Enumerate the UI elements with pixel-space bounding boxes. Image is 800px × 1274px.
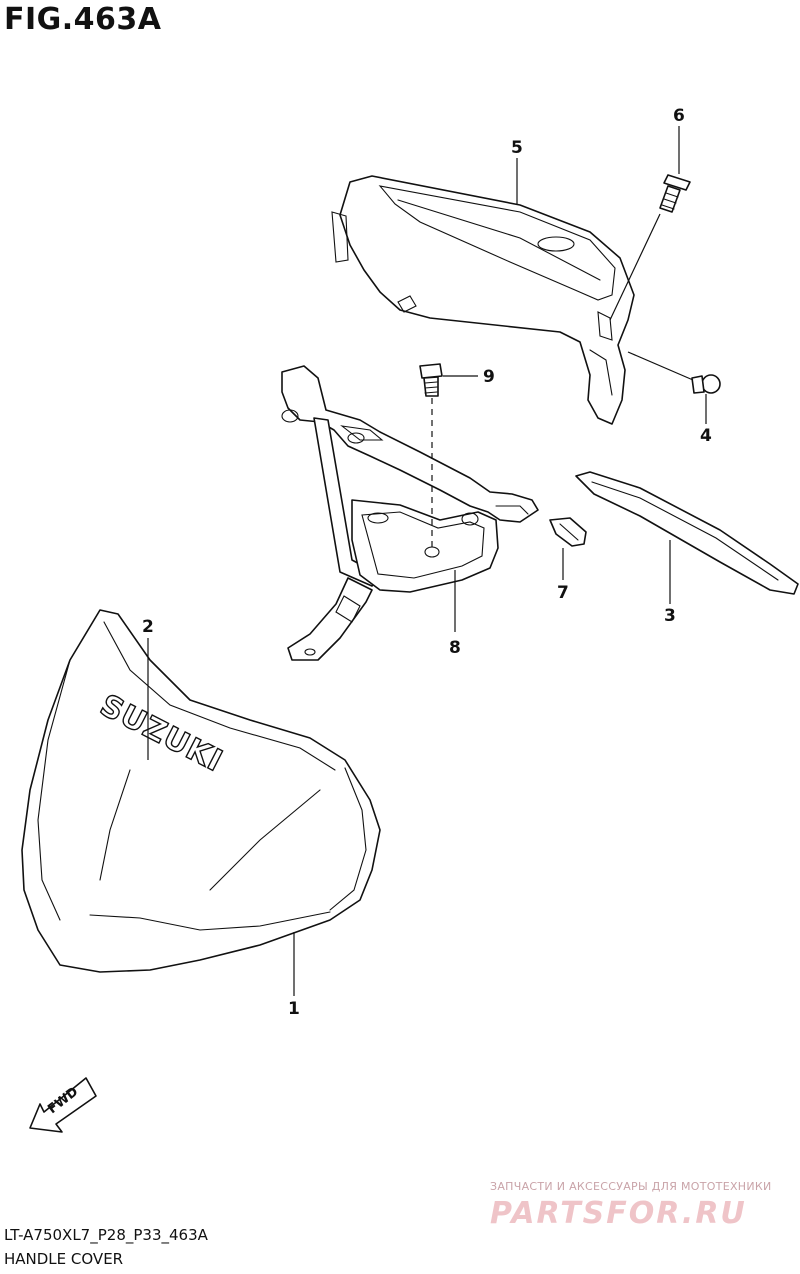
callout-labels: 5 6 4 9 8 7 3 2 1 [142,106,712,1019]
part-9-bolt [419,363,443,397]
part-8-bracket [281,365,539,661]
figure-title: FIG.463A [4,2,162,37]
callout-7: 7 [557,583,569,603]
callout-5: 5 [511,138,523,158]
part-6-screw [659,174,691,213]
callout-3: 3 [664,606,676,626]
part-7-clip [549,517,587,547]
callout-4: 4 [700,426,712,446]
watermark-caption: ЗАПЧАСТИ И АКСЕССУАРЫ ДЛЯ МОТОТЕХНИКИ [490,1180,772,1193]
fwd-direction-arrow: FWD [29,1077,97,1133]
leader-lines [147,126,707,996]
footer-section-name: HANDLE COVER [4,1250,124,1268]
callout-9: 9 [483,367,495,387]
part-5-upper-handle-cover [331,175,635,425]
callout-6: 6 [673,106,685,126]
callout-1: 1 [288,999,300,1019]
part-4-clip-nut [691,374,721,394]
part-1-front-handle-cover [21,609,381,973]
watermark-logo: PARTSFOR.RU [490,1196,747,1231]
footer-model-code: LT-A750XL7_P28_P33_463A [4,1226,208,1244]
callout-8: 8 [449,638,461,658]
callout-2: 2 [142,617,154,637]
part-3-trim-strip [575,471,799,595]
